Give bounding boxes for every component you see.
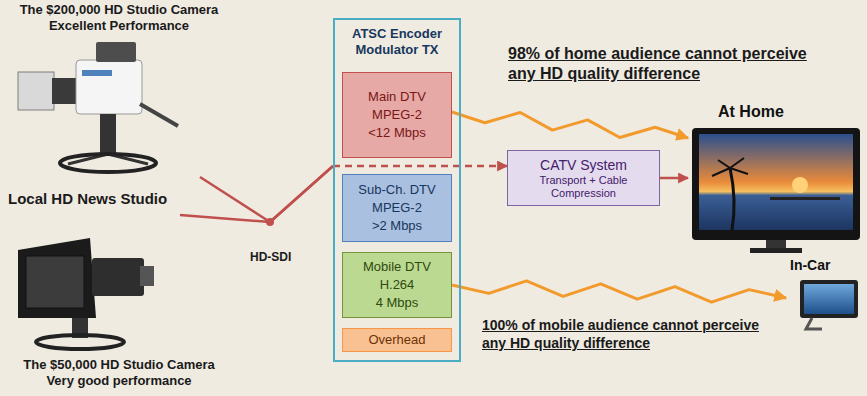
camera-body xyxy=(92,258,144,296)
car-screen xyxy=(800,280,858,329)
node-text: 4 Mbps xyxy=(376,294,419,312)
node-text: Transport + Cable Compression xyxy=(512,174,655,200)
node-text: Very good performance xyxy=(46,373,191,389)
palm-trunk xyxy=(730,168,734,230)
camera-body xyxy=(76,60,142,114)
dolly-ring xyxy=(60,154,156,172)
node-text: ATSC Encoder Modulator TX xyxy=(335,26,459,58)
car-screen-display xyxy=(804,284,854,314)
pan-bar xyxy=(140,104,178,126)
node-text: Sub-Ch. DTV xyxy=(358,181,435,199)
node-text: The $50,000 HD Studio Camera xyxy=(23,357,214,373)
node-text: The $200,000 HD Studio Camera xyxy=(20,2,219,18)
node-text: Main DTV xyxy=(368,88,426,106)
tv-base xyxy=(750,248,802,253)
camera-node: The $200,000 HD Studio CameraExcellent P… xyxy=(3,2,235,177)
tv-node: At Home xyxy=(688,102,862,256)
encoder-box: ATSC Encoder Modulator TXMain DTVMPEG-2<… xyxy=(333,18,461,362)
node-text: At Home xyxy=(718,102,784,122)
node-text: Excellent Performance xyxy=(49,18,189,34)
signal-label: HD-SDI xyxy=(250,250,291,265)
node-text: In-Car xyxy=(790,256,830,274)
tv-frame xyxy=(692,128,860,240)
pier xyxy=(770,197,840,200)
catv-box: CATV SystemTransport + Cable Compression xyxy=(507,150,660,206)
palm-fronds xyxy=(712,158,748,176)
node-text: Overhead xyxy=(368,331,425,349)
broadcast-zigzag xyxy=(452,112,688,138)
viewfinder xyxy=(96,42,136,62)
camera-node: The $50,000 HD Studio CameraVery good pe… xyxy=(3,215,235,391)
signal-line xyxy=(660,177,688,180)
signal-line xyxy=(200,166,333,222)
node-text: <12 Mbps xyxy=(368,124,425,142)
tv-stand xyxy=(766,240,786,248)
stream-box: Sub-Ch. DTVMPEG-2>2 Mbps xyxy=(342,174,452,242)
node-text: MPEG-2 xyxy=(372,106,422,124)
prompter-hood xyxy=(18,238,96,318)
tv-screen xyxy=(699,134,853,230)
car-mount xyxy=(806,318,822,329)
note-text: 100% of mobile audience cannot perceive … xyxy=(482,316,772,352)
group-label: Local HD News Studio xyxy=(8,190,167,208)
lens xyxy=(52,78,78,104)
stream-box: Main DTVMPEG-2<12 Mbps xyxy=(342,72,452,158)
viewfinder xyxy=(140,266,154,286)
prompter-glass xyxy=(26,256,84,308)
studio-camera-large xyxy=(18,42,178,172)
pedestal xyxy=(100,114,116,156)
studio-camera-prompter xyxy=(18,238,154,349)
node-text: >2 Mbps xyxy=(372,217,422,235)
node-text: MPEG-2 xyxy=(372,199,422,217)
logo-stripe xyxy=(82,70,112,76)
broadcast-zigzag xyxy=(452,281,786,302)
television xyxy=(692,128,860,253)
node-text: Mobile DTV xyxy=(363,258,431,276)
overhead-box: Overhead xyxy=(342,328,452,352)
signal-line xyxy=(180,166,333,222)
stream-box: Mobile DTVH.2644 Mbps xyxy=(342,252,452,318)
car-screen-frame xyxy=(800,280,858,318)
dolly-ring xyxy=(36,335,124,349)
sun xyxy=(792,177,808,193)
lens-hood xyxy=(18,72,54,110)
node-text: CATV System xyxy=(540,156,627,174)
note-text: 98% of home audience cannot perceive any… xyxy=(508,44,838,84)
node-text: H.264 xyxy=(380,276,415,294)
signal-line xyxy=(333,165,507,168)
car-node: In-Car xyxy=(786,256,862,332)
